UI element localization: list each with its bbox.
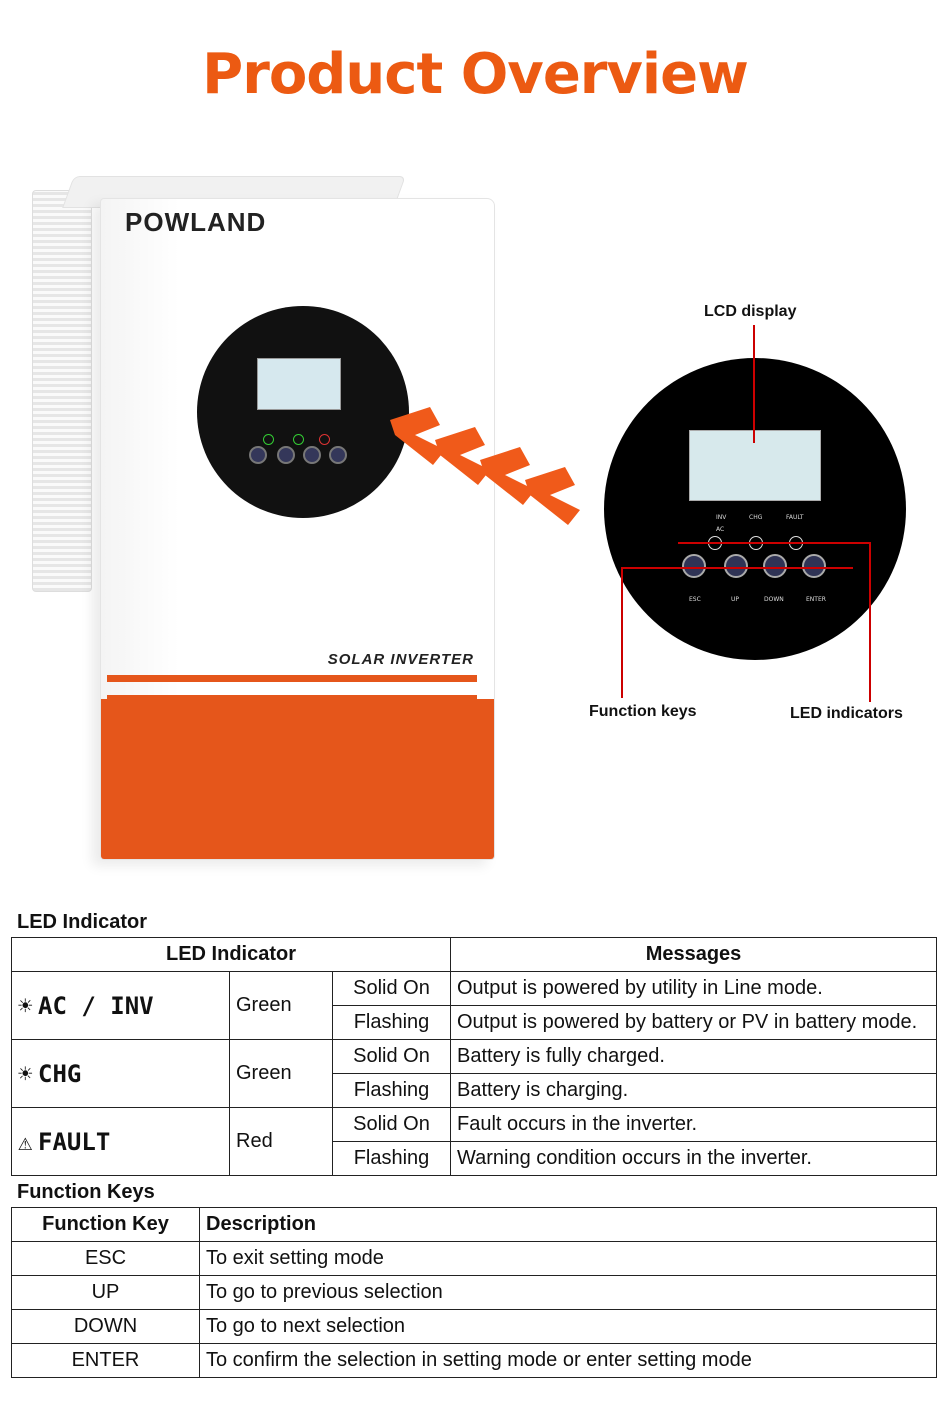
led-fault [319, 434, 330, 445]
led-name: FAULT [38, 1127, 111, 1156]
led-name-cell: ⚠ FAULT [11, 1107, 230, 1176]
chevron-arrow-icon [525, 467, 580, 525]
model-label: SOLAR INVERTER [327, 651, 474, 668]
led-state: Solid On [332, 971, 451, 1006]
chevron-arrow-icon [390, 407, 445, 465]
col-led-indicator: LED Indicator [11, 937, 451, 972]
led-message: Warning condition occurs in the inverter… [450, 1141, 937, 1176]
table-row: ESC To exit setting mode [11, 1241, 937, 1276]
table-row: DOWN To go to next selection [11, 1309, 937, 1344]
led-state: Solid On [332, 1039, 451, 1074]
function-key: ENTER [11, 1343, 200, 1378]
table-row: UP To go to previous selection [11, 1275, 937, 1310]
led-message: Output is powered by battery or PV in ba… [450, 1005, 937, 1040]
up-key [724, 554, 748, 578]
led-message: Fault occurs in the inverter. [450, 1107, 937, 1142]
col-messages: Messages [450, 937, 937, 972]
inv-label: INV [716, 514, 727, 521]
lcd-screen [257, 358, 341, 410]
table-row: ☀ CHG Green Solid On Battery is fully ch… [11, 1039, 937, 1108]
table-row: ⚠ FAULT Red Solid On Fault occurs in the… [11, 1107, 937, 1176]
ac-label: AC [716, 526, 725, 533]
led-message: Battery is fully charged. [450, 1039, 937, 1074]
chevron-arrow-icon [480, 447, 535, 505]
sun-icon: ☀ [18, 1059, 33, 1088]
function-keys-callout: Function keys [589, 703, 697, 720]
zoomed-control-panel: INV CHG FAULT AC ESC UP DOWN ENTER [604, 358, 906, 660]
up-key [277, 446, 295, 464]
arrows-graphic [390, 407, 580, 525]
led-indicator-table: LED Indicator Messages ☀ AC / INV Green … [11, 937, 937, 1176]
led-name: CHG [38, 1059, 82, 1088]
led-message: Output is powered by utility in Line mod… [450, 971, 937, 1006]
esc-key [249, 446, 267, 464]
led-color: Green [229, 1039, 333, 1108]
orange-stripe [107, 695, 477, 702]
led-chg [293, 434, 304, 445]
callout-line [869, 542, 871, 702]
function-desc: To exit setting mode [199, 1241, 937, 1276]
chg-label: CHG [749, 514, 763, 521]
function-keys-table: Function Key Description ESC To exit set… [11, 1207, 937, 1378]
function-desc: To go to previous selection [199, 1275, 937, 1310]
function-desc: To confirm the selection in setting mode… [199, 1343, 937, 1378]
enter-key [802, 554, 826, 578]
led-section-heading: LED Indicator [17, 911, 148, 933]
esc-key [682, 554, 706, 578]
led-name: AC / INV [38, 991, 154, 1020]
led-state: Flashing [332, 1073, 451, 1108]
inverter-body: POWLAND SOLAR INVERTER [100, 198, 495, 860]
esc-label: ESC [689, 596, 701, 603]
sun-icon: ☀ [18, 991, 33, 1020]
led-name-cell: ☀ CHG [11, 1039, 230, 1108]
orange-base [101, 699, 494, 859]
up-label: UP [731, 596, 740, 603]
callout-line [753, 325, 755, 443]
led-name-cell: ☀ AC / INV [11, 971, 230, 1040]
down-key [303, 446, 321, 464]
led-color: Green [229, 971, 333, 1040]
down-label: DOWN [764, 596, 784, 603]
fault-label: FAULT [786, 514, 804, 521]
led-state: Flashing [332, 1141, 451, 1176]
col-description: Description [199, 1207, 937, 1242]
function-section-heading: Function Keys [17, 1181, 155, 1203]
table-row: Flashing Output is powered by battery or… [12, 1005, 937, 1040]
heatsink-fan [32, 190, 92, 592]
col-function-key: Function Key [11, 1207, 200, 1242]
callout-line [621, 567, 853, 569]
led-state: Flashing [332, 1005, 451, 1040]
orange-stripe [107, 675, 477, 682]
inverter-image: POWLAND SOLAR INVERTER [20, 170, 500, 860]
function-key: ESC [11, 1241, 200, 1276]
warning-icon: ⚠ [18, 1127, 33, 1156]
led-ac-inv [263, 434, 274, 445]
chevron-arrow-icon [435, 427, 490, 485]
table-row: Flashing Warning condition occurs in the… [12, 1141, 937, 1176]
function-desc: To go to next selection [199, 1309, 937, 1344]
page-title: Product Overview [202, 42, 749, 107]
callout-line [678, 542, 871, 544]
enter-label: ENTER [806, 596, 826, 603]
lcd-callout: LCD display [704, 303, 797, 320]
led-color: Red [229, 1107, 333, 1176]
lcd-display [689, 430, 821, 501]
led-message: Battery is charging. [450, 1073, 937, 1108]
led-state: Solid On [332, 1107, 451, 1142]
table-row: ☀ AC / INV Green Solid On Output is powe… [11, 971, 937, 1040]
table-row: Flashing Battery is charging. [12, 1073, 937, 1108]
function-key: DOWN [11, 1309, 200, 1344]
down-key [763, 554, 787, 578]
led-indicators-callout: LED indicators [790, 705, 903, 722]
table-row: ENTER To confirm the selection in settin… [11, 1343, 937, 1378]
function-key: UP [11, 1275, 200, 1310]
callout-line [621, 567, 623, 698]
brand-logo: POWLAND [125, 207, 267, 237]
control-panel [197, 306, 409, 518]
enter-key [329, 446, 347, 464]
